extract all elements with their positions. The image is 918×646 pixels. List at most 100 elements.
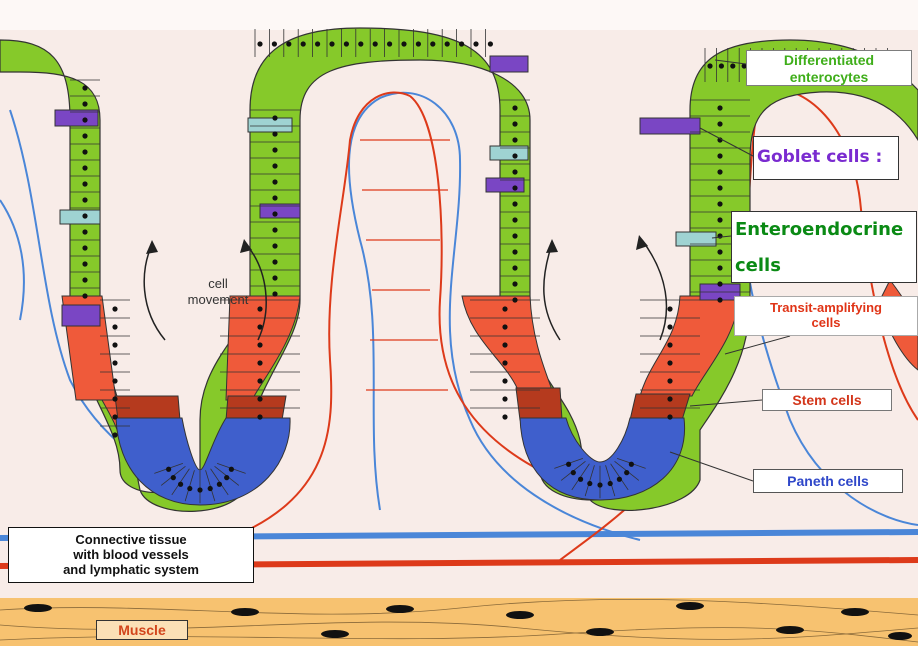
cell-nucleus (272, 163, 277, 168)
cell-nucleus (667, 306, 672, 311)
cell-nucleus (445, 41, 450, 46)
cell-nucleus (608, 481, 613, 486)
cell-nucleus (82, 229, 87, 234)
cell-nucleus (512, 233, 517, 238)
cell-nucleus (717, 217, 722, 222)
cell-nucleus (178, 482, 183, 487)
label-conn-line2: with blood vessels (9, 547, 253, 562)
cell-nucleus (571, 470, 576, 475)
label-stem-text: Stem cells (763, 390, 891, 410)
cell-nucleus (512, 281, 517, 286)
cell-nucleus (512, 249, 517, 254)
cell-nucleus (730, 63, 735, 68)
label-paneth-cells: Paneth cells (753, 469, 903, 493)
cell-nucleus (257, 41, 262, 46)
cell-nucleus (667, 414, 672, 419)
cell-nucleus (512, 169, 517, 174)
cell-nucleus (512, 265, 517, 270)
cell-nucleus (82, 261, 87, 266)
cell-nucleus (82, 277, 87, 282)
cell-nucleus (717, 201, 722, 206)
label-differentiated-enterocytes: Differentiated enterocytes (746, 50, 912, 86)
cell-nucleus (272, 227, 277, 232)
cell-nucleus (197, 487, 202, 492)
cell-nucleus (597, 482, 602, 487)
cell-nucleus (257, 342, 262, 347)
cell-nucleus (502, 324, 507, 329)
cell-nucleus (667, 396, 672, 401)
cell-nucleus (217, 482, 222, 487)
label-cell-movement: cell movement (168, 276, 268, 308)
cell-nucleus (587, 481, 592, 486)
cell-nucleus (257, 396, 262, 401)
cell-nucleus (224, 475, 229, 480)
cell-nucleus (717, 105, 722, 110)
cell-nucleus (166, 467, 171, 472)
label-conn-line1: Connective tissue (9, 532, 253, 547)
cell-nucleus (512, 121, 517, 126)
label-muscle: Muscle (96, 620, 188, 640)
goblet-cell-left-1 (62, 305, 100, 326)
cell-nucleus (344, 41, 349, 46)
label-entero-line2: cells (735, 248, 916, 284)
label-paneth-text: Paneth cells (754, 470, 902, 492)
cell-nucleus (82, 197, 87, 202)
cell-nucleus (257, 378, 262, 383)
cell-nucleus (502, 396, 507, 401)
stem-zone-right-b (630, 394, 690, 420)
cell-nucleus (416, 41, 421, 46)
cell-nucleus (719, 63, 724, 68)
cell-nucleus (717, 249, 722, 254)
cell-nucleus (578, 477, 583, 482)
label-connective-tissue: Connective tissue with blood vessels and… (8, 527, 254, 583)
lumen-white (0, 0, 918, 30)
cell-nucleus (629, 462, 634, 467)
cell-nucleus (112, 360, 117, 365)
cell-nucleus (387, 41, 392, 46)
cell-nucleus (82, 117, 87, 122)
entero-cell-left (60, 210, 100, 224)
cell-nucleus (272, 41, 277, 46)
cell-nucleus (502, 378, 507, 383)
cell-nucleus (667, 378, 672, 383)
cell-nucleus (717, 169, 722, 174)
label-stem-cells: Stem cells (762, 389, 892, 411)
stem-zone-right-a (516, 388, 562, 420)
cell-nucleus (257, 414, 262, 419)
cell-nucleus (272, 131, 277, 136)
label-enteroendocrine-cells: Enteroendocrine cells (731, 211, 917, 283)
cell-nucleus (473, 41, 478, 46)
cell-nucleus (82, 245, 87, 250)
label-entero-line1: Enteroendocrine (735, 212, 916, 248)
cell-nucleus (512, 217, 517, 222)
label-goblet-cells: Goblet cells : (753, 136, 899, 180)
cell-nucleus (112, 414, 117, 419)
label-differentiated-line2: enterocytes (747, 69, 911, 86)
cell-nucleus (272, 195, 277, 200)
cell-nucleus (667, 360, 672, 365)
label-conn-line3: and lymphatic system (9, 562, 253, 577)
cell-nucleus (624, 470, 629, 475)
cell-nucleus (208, 486, 213, 491)
cell-nucleus (717, 297, 722, 302)
cell-nucleus (512, 153, 517, 158)
cell-nucleus (82, 85, 87, 90)
cell-nucleus (717, 121, 722, 126)
cell-nucleus (512, 297, 517, 302)
cell-nucleus (272, 291, 277, 296)
label-transit-line2: cells (735, 315, 917, 330)
cell-nucleus (717, 185, 722, 190)
cell-nucleus (512, 105, 517, 110)
cell-nucleus (488, 41, 493, 46)
cell-nucleus (717, 153, 722, 158)
cell-nucleus (502, 306, 507, 311)
cell-nucleus (112, 378, 117, 383)
cell-nucleus (229, 467, 234, 472)
cell-nucleus (358, 41, 363, 46)
label-transit-amplifying-cells: Transit-amplifying cells (734, 296, 918, 336)
cell-nucleus (512, 137, 517, 142)
cell-nucleus (112, 396, 117, 401)
cell-nucleus (301, 41, 306, 46)
cell-nucleus (82, 165, 87, 170)
entero-cell-mid (248, 118, 292, 132)
